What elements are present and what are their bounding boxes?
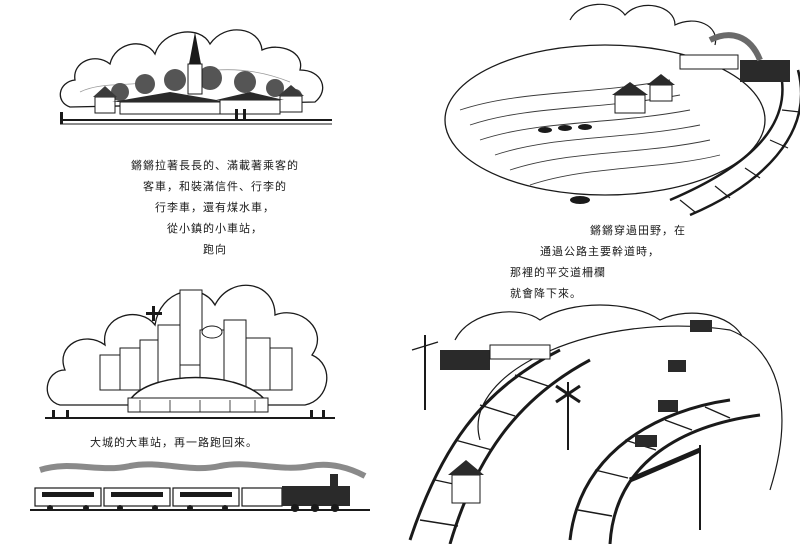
text-line: 通過公路主要幹道時， [540, 245, 660, 258]
text-line: 行李車，還有煤水車， [155, 201, 275, 214]
text-line: 鏘鏘拉著長長的、滿載著乘客的 [131, 159, 299, 172]
right-middle-text: 鏘鏘穿過田野，在 通過公路主要幹道時， 那裡的平交道柵欄 就會降下來。 [510, 220, 730, 304]
text-line: 客車，和裝滿信件、行李的 [143, 180, 287, 193]
text-line: 鏘鏘穿過田野，在 [590, 224, 686, 237]
left-bottom-text: 大城的大車站，再一路跑回來。 [90, 432, 350, 453]
railroad-crossing-illustration [400, 290, 800, 544]
text-line: 大城的大車站，再一路跑回來。 [90, 436, 258, 449]
text-line: 從小鎮的小車站， [167, 222, 263, 235]
big-city-station-illustration [40, 260, 340, 430]
right-page: 鏘鏘穿過田野，在 通過公路主要幹道時， 那裡的平交道柵欄 就會降下來。 [400, 0, 800, 544]
left-top-text: 鏘鏘拉著長長的、滿載著乘客的 客車，和裝滿信件、行李的 行李車，還有煤水車， 從… [100, 155, 330, 260]
text-line: 跑向 [203, 243, 227, 256]
farm-field-train-illustration [440, 0, 800, 220]
text-line: 那裡的平交道柵欄 [510, 266, 606, 279]
left-page: 鏘鏘拉著長長的、滿載著乘客的 客車，和裝滿信件、行李的 行李車，還有煤水車， 從… [30, 12, 370, 518]
passenger-train-illustration [30, 458, 370, 518]
small-town-station-illustration [50, 12, 340, 132]
text-line: 就會降下來。 [510, 287, 582, 300]
